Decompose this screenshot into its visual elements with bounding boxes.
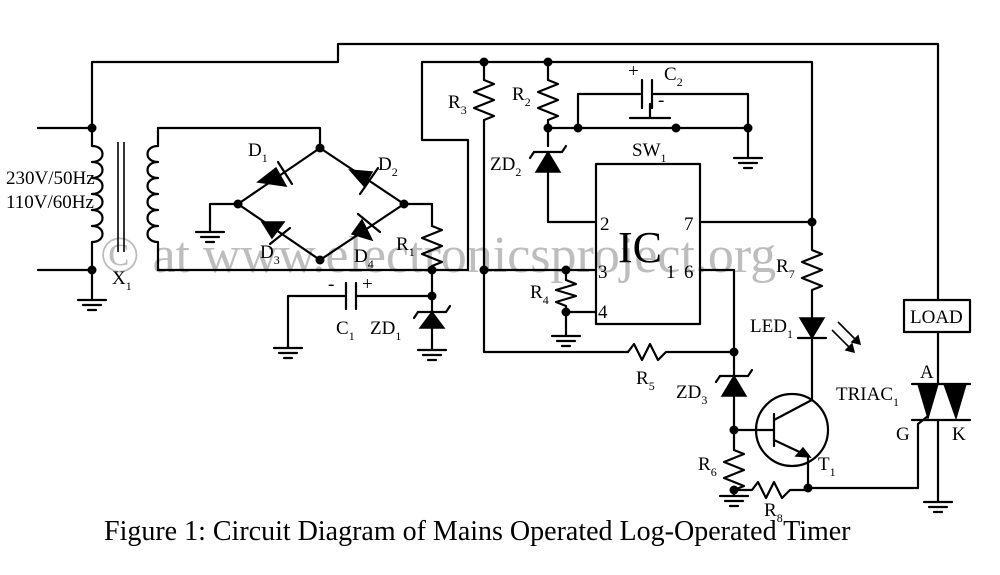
label-r5: R5 bbox=[636, 368, 655, 393]
label-r8: R8 bbox=[764, 500, 783, 525]
mains-label-2: 110V/60Hz bbox=[6, 192, 94, 213]
label-zd2: ZD2 bbox=[490, 154, 521, 179]
svg-text:T1: T1 bbox=[818, 454, 836, 479]
c1-plus-sign: + bbox=[362, 274, 373, 295]
diode-d3 bbox=[260, 221, 292, 246]
svg-text:R3: R3 bbox=[448, 92, 467, 117]
diode-d1 bbox=[256, 160, 294, 187]
label-t1: T1 bbox=[818, 454, 836, 479]
label-r2: R2 bbox=[512, 84, 531, 109]
triac-g-label: G bbox=[896, 424, 910, 445]
c2-plus-sign: + bbox=[628, 61, 639, 82]
label-r7: R7 bbox=[776, 256, 795, 281]
label-x1: X1 bbox=[112, 268, 132, 293]
triac-a-label: A bbox=[920, 362, 934, 383]
ic-pin-3: 3 bbox=[598, 262, 608, 283]
ic-label: IC bbox=[618, 223, 662, 272]
svg-text:ZD2: ZD2 bbox=[490, 154, 521, 179]
label-d3: D3 bbox=[260, 242, 280, 267]
ic-pin-1: 1 bbox=[666, 262, 676, 283]
svg-text:R5: R5 bbox=[636, 368, 655, 393]
svg-text:X1: X1 bbox=[112, 268, 132, 293]
supply-filter bbox=[272, 60, 814, 362]
ic-pin-7: 7 bbox=[684, 214, 694, 235]
svg-text:R7: R7 bbox=[776, 256, 795, 281]
svg-text:D2: D2 bbox=[378, 154, 398, 179]
transformer-x1 bbox=[36, 42, 940, 312]
svg-text:TRIAC1: TRIAC1 bbox=[836, 384, 899, 409]
svg-text:D3: D3 bbox=[260, 242, 280, 267]
ic-pin-6: 6 bbox=[684, 262, 694, 283]
svg-text:R1: R1 bbox=[396, 234, 415, 259]
label-d1: D1 bbox=[248, 140, 268, 165]
label-r4: R4 bbox=[530, 282, 549, 307]
label-r3: R3 bbox=[448, 92, 467, 117]
svg-text:C2: C2 bbox=[664, 64, 683, 89]
label-c1: C1 bbox=[336, 318, 355, 343]
label-led1: LED1 bbox=[750, 316, 793, 341]
svg-text:SW1: SW1 bbox=[632, 140, 667, 165]
svg-text:R4: R4 bbox=[530, 282, 549, 307]
load-triac-section bbox=[902, 298, 972, 514]
triac-k-label: K bbox=[952, 424, 966, 445]
mains-label-1: 230V/50Hz bbox=[6, 168, 95, 189]
label-r1: R1 bbox=[396, 234, 415, 259]
label-d2: D2 bbox=[378, 154, 398, 179]
driver-section bbox=[626, 220, 920, 508]
label-zd1: ZD1 bbox=[370, 318, 401, 343]
label-triac1: TRIAC1 bbox=[836, 384, 899, 409]
label-d4: D4 bbox=[354, 246, 374, 271]
label-c2: C2 bbox=[664, 64, 683, 89]
diode-d2 bbox=[348, 166, 380, 196]
svg-text:R8: R8 bbox=[764, 500, 783, 525]
svg-text:D1: D1 bbox=[248, 140, 268, 165]
svg-text:C1: C1 bbox=[336, 318, 355, 343]
c1-minus-sign: - bbox=[328, 274, 334, 295]
load-label: LOAD bbox=[910, 307, 963, 328]
figure-caption: Figure 1: Circuit Diagram of Mains Opera… bbox=[104, 516, 851, 547]
ic-pin-2: 2 bbox=[600, 214, 610, 235]
svg-text:R6: R6 bbox=[698, 454, 717, 479]
timing-network bbox=[472, 57, 764, 354]
label-r6: R6 bbox=[698, 454, 717, 479]
svg-text:D4: D4 bbox=[354, 246, 374, 271]
ic-pin-4: 4 bbox=[598, 302, 608, 323]
label-zd3: ZD3 bbox=[676, 382, 707, 407]
svg-text:LED1: LED1 bbox=[750, 316, 793, 341]
svg-text:ZD1: ZD1 bbox=[370, 318, 401, 343]
svg-text:ZD3: ZD3 bbox=[676, 382, 707, 407]
diode-d4 bbox=[350, 212, 382, 242]
svg-text:R2: R2 bbox=[512, 84, 531, 109]
ic-chip bbox=[479, 162, 817, 354]
label-sw1: SW1 bbox=[632, 140, 667, 165]
c2-minus-sign: - bbox=[658, 90, 664, 111]
